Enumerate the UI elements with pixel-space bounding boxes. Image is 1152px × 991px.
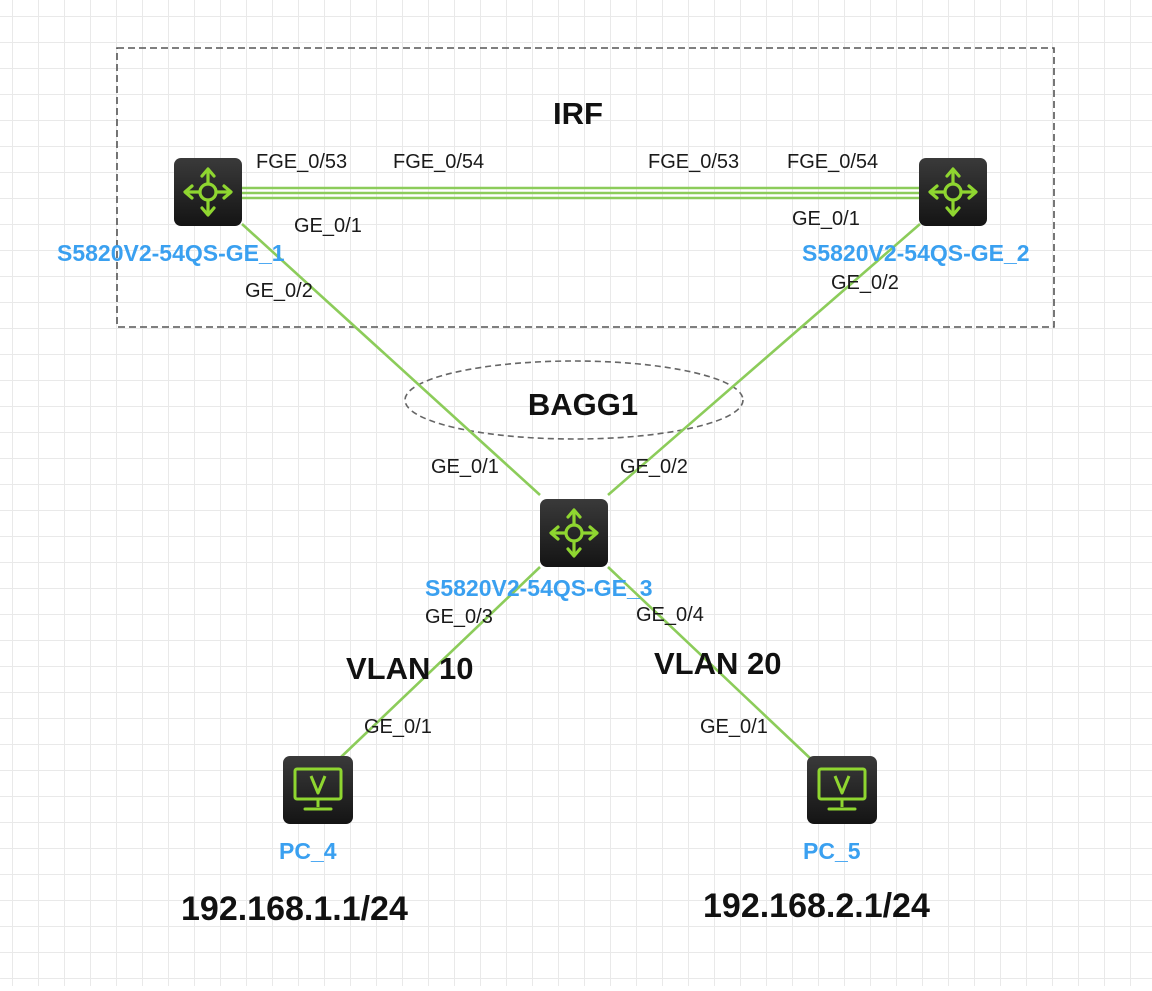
device-label-sw3: S5820V2-54QS-GE_3: [425, 575, 653, 601]
port-label: FGE_0/54: [393, 151, 484, 173]
port-label: GE_0/1: [792, 208, 860, 230]
pc-monitor-icon[interactable]: [805, 754, 879, 826]
link-sw2-sw3[interactable]: [607, 223, 921, 496]
bagg-group-ellipse: [404, 360, 744, 440]
router-icon[interactable]: [917, 156, 989, 228]
router-icon[interactable]: [538, 497, 610, 569]
port-label: GE_0/1: [431, 456, 499, 478]
irf-label: IRF: [553, 96, 603, 131]
link-sw3-pc5[interactable]: [607, 566, 813, 761]
device-label-pc5: PC_5: [803, 838, 861, 864]
port-label: GE_0/2: [245, 280, 313, 302]
device-label-sw1: S5820V2-54QS-GE_1: [57, 240, 285, 266]
port-label: GE_0/1: [364, 716, 432, 738]
port-label: GE_0/2: [620, 456, 688, 478]
port-label: GE_0/2: [831, 272, 899, 294]
device-label-sw2: S5820V2-54QS-GE_2: [802, 240, 1030, 266]
port-label: GE_0/3: [425, 606, 493, 628]
router-icon[interactable]: [172, 156, 244, 228]
port-label: GE_0/4: [636, 604, 704, 626]
link-sw3-pc4[interactable]: [339, 566, 541, 759]
ip-label-pc4: 192.168.1.1/24: [181, 890, 408, 928]
port-label: FGE_0/53: [256, 151, 347, 173]
vlan-label-left: VLAN 10: [346, 651, 473, 686]
ip-label-pc5: 192.168.2.1/24: [703, 887, 930, 925]
port-label: GE_0/1: [294, 215, 362, 237]
irf-link[interactable]: [240, 186, 920, 200]
pc-monitor-icon[interactable]: [281, 754, 355, 826]
device-label-pc4: PC_4: [279, 838, 337, 864]
port-label: FGE_0/54: [787, 151, 878, 173]
link-sw1-sw3[interactable]: [241, 223, 541, 496]
bagg-label: BAGG1: [528, 387, 638, 422]
vlan-label-right: VLAN 20: [654, 646, 781, 681]
port-label: GE_0/1: [700, 716, 768, 738]
irf-group-box: [116, 47, 1055, 328]
port-label: FGE_0/53: [648, 151, 739, 173]
